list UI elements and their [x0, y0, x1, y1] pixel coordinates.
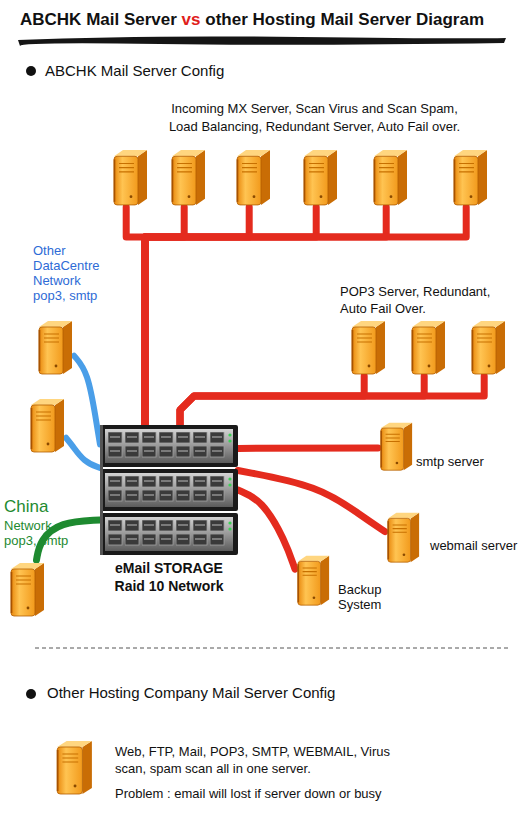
group-caption: Incoming MX Server, Scan Virus and Scan … — [162, 100, 467, 136]
server-icon — [36, 318, 74, 376]
server-icon — [28, 396, 66, 454]
title-word: other — [205, 10, 248, 29]
title-word — [354, 10, 359, 29]
section-heading: ABCHK Mail Server Config — [45, 62, 224, 79]
server-icon — [409, 318, 447, 376]
server-icon — [234, 147, 272, 207]
icon-shape — [388, 513, 419, 562]
china-server — [8, 560, 46, 618]
title-word: Mail — [86, 10, 119, 29]
icon-shape — [31, 399, 64, 452]
title-word — [119, 10, 124, 29]
title-word — [411, 10, 416, 29]
mx-server — [111, 147, 149, 207]
diagram-title: ABCHK Mail Server vs other Hosting Mail … — [20, 9, 484, 31]
datacentre-server — [28, 396, 66, 454]
datacentre-server — [36, 318, 74, 376]
icon-shape — [114, 150, 147, 205]
icon-shape — [100, 425, 238, 555]
network-link — [180, 376, 364, 425]
server-icon — [385, 510, 421, 564]
network-label: Network pop3, smtp — [4, 518, 72, 548]
server-icon — [54, 738, 94, 796]
icon-shape — [11, 563, 44, 616]
node-text: smtp server — [416, 453, 484, 470]
title-word — [316, 10, 321, 29]
server-icon — [371, 147, 409, 207]
pop3-server — [349, 318, 387, 376]
title-word: Server — [358, 10, 411, 29]
network-label: Other DataCentre Network pop3, smtp — [33, 243, 109, 303]
network-link — [238, 445, 378, 452]
section-divider — [35, 648, 510, 649]
icon-shape — [39, 321, 72, 374]
network-link — [180, 376, 484, 425]
server-icon — [169, 147, 207, 207]
server-icon — [295, 553, 331, 607]
icon-shape — [352, 321, 385, 374]
icon-shape — [57, 741, 92, 794]
icon-shape — [304, 150, 337, 205]
icon-shape — [237, 150, 270, 205]
title-word: ABCHK — [20, 10, 81, 29]
title-word — [201, 10, 206, 29]
server-icon — [378, 420, 414, 472]
backup-server: Backup System — [295, 553, 331, 607]
node-text: eMail STORAGE Raid 10 Network — [104, 559, 234, 595]
mx-server — [371, 147, 409, 207]
server-icon — [469, 318, 507, 376]
title-word: Mail — [321, 10, 354, 29]
storage-rack-icon — [100, 425, 238, 555]
title-word: Hosting — [252, 10, 315, 29]
section-heading: Other Hosting Company Mail Server Config — [47, 684, 335, 701]
mx-server — [301, 147, 339, 207]
title-word — [81, 10, 86, 29]
network-label: China — [4, 497, 48, 517]
network-link — [66, 438, 100, 468]
title-word — [177, 10, 182, 29]
server-icon — [349, 318, 387, 376]
server-icon — [8, 560, 46, 618]
title-word: Server — [124, 10, 177, 29]
group-caption: POP3 Server, Redundant, Auto Fail Over. — [340, 283, 505, 317]
icon-shape — [454, 150, 487, 205]
server-icon — [111, 147, 149, 207]
node-text: Problem : email will lost if server down… — [115, 785, 445, 802]
all-in-one-server: Web, FTP, Mail, POP3, SMTP, WEBMAIL, Vir… — [54, 738, 94, 796]
pop3-server — [409, 318, 447, 376]
mx-server — [234, 147, 272, 207]
title-word: Diagram — [416, 10, 484, 29]
node-text: Web, FTP, Mail, POP3, SMTP, WEBMAIL, Vir… — [115, 743, 400, 777]
icon-shape — [472, 321, 505, 374]
title-word — [248, 10, 253, 29]
icon-shape — [412, 321, 445, 374]
mx-server — [451, 147, 489, 207]
pop3-server — [469, 318, 507, 376]
network-link — [74, 356, 100, 445]
bullet-dot — [26, 689, 36, 699]
smtp-server: smtp server — [378, 420, 414, 472]
webmail-server: webmail server — [385, 510, 421, 564]
bullet-dot — [26, 66, 36, 76]
server-icon — [451, 147, 489, 207]
node-text: Backup System — [338, 582, 393, 612]
network-link — [238, 490, 295, 569]
server-icon — [301, 147, 339, 207]
icon-shape — [298, 556, 329, 605]
storage-array: eMail STORAGE Raid 10 Network — [100, 425, 238, 555]
icon-shape — [374, 150, 407, 205]
title-word: vs — [182, 10, 201, 29]
icon-shape — [381, 423, 412, 471]
title-underline — [18, 36, 506, 46]
icon-shape — [172, 150, 205, 205]
mx-server — [169, 147, 207, 207]
node-text: webmail server — [430, 537, 517, 554]
network-link — [180, 376, 424, 425]
